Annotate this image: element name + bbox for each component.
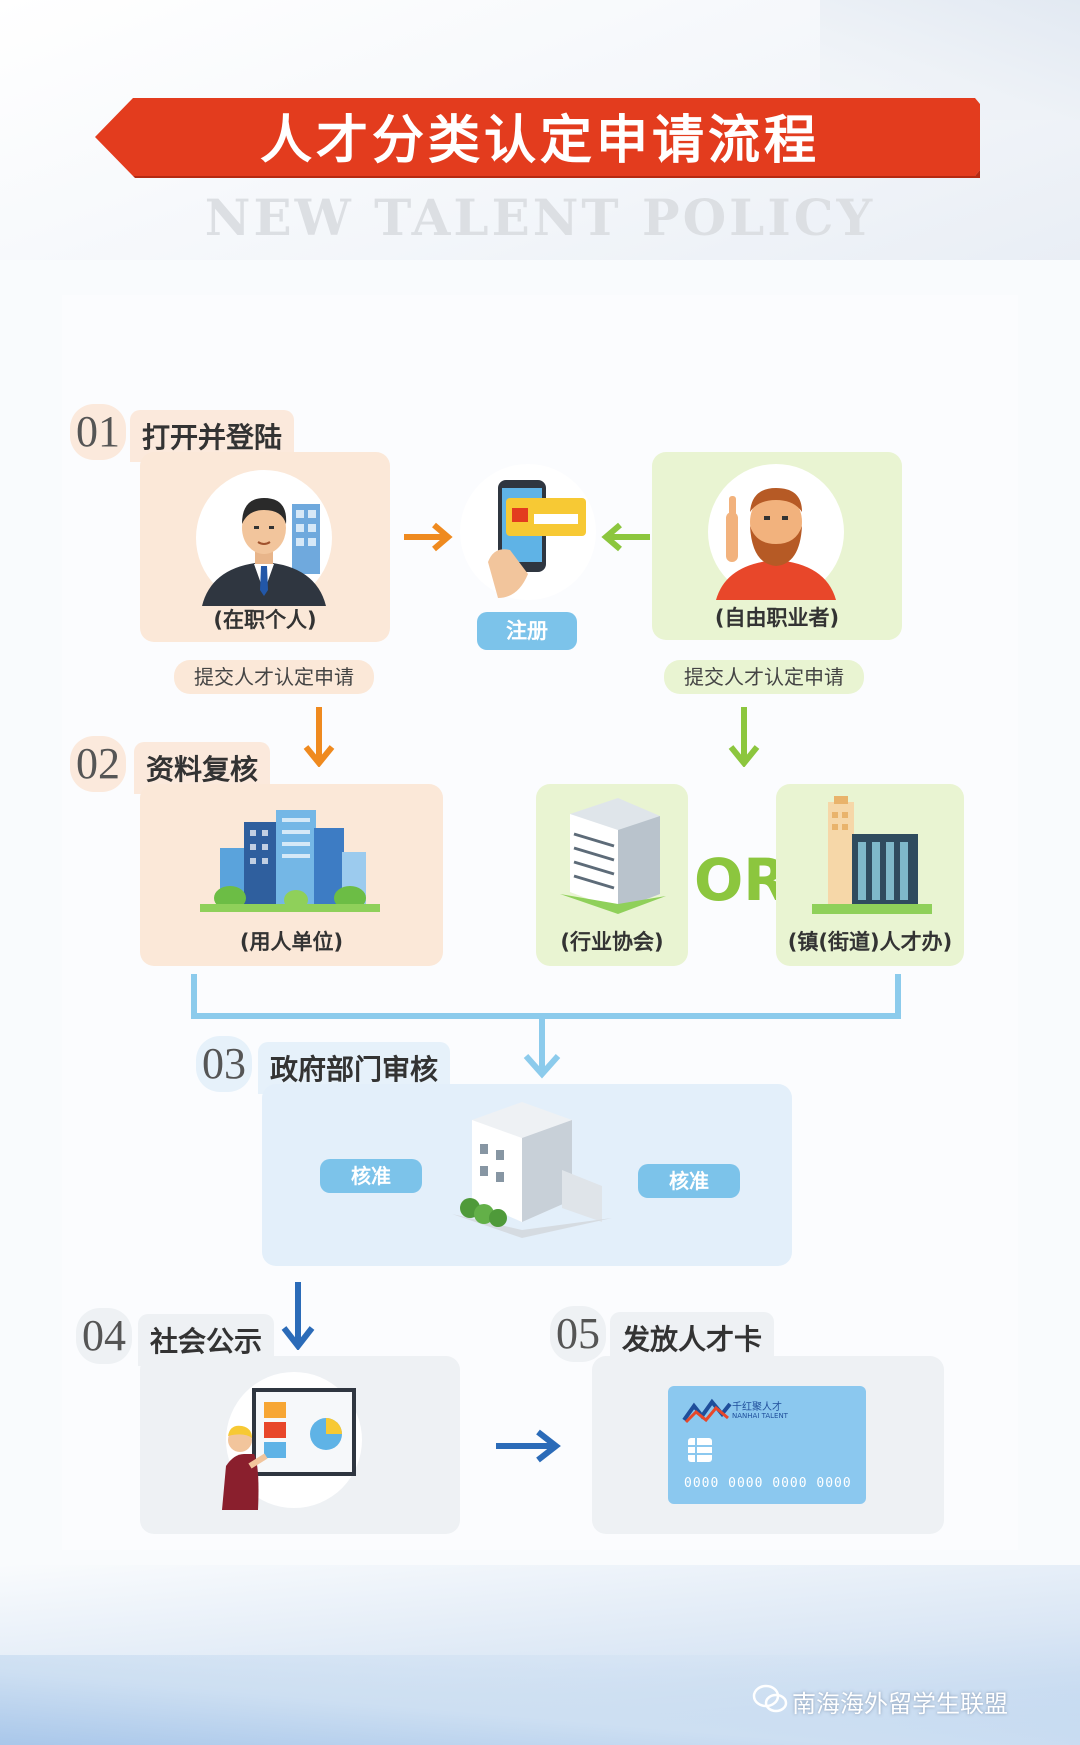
- arrow-down-green-icon: [728, 707, 760, 767]
- industry-association-card: (行业协会): [536, 784, 688, 966]
- submit-application-right: 提交人才认定申请: [664, 660, 864, 694]
- freelancer-card: (自由职业者): [652, 452, 902, 640]
- government-building-icon: [452, 1102, 612, 1238]
- city-buildings-icon: [200, 810, 380, 912]
- arrow-right-blue-icon: [496, 1429, 561, 1463]
- or-separator: OR: [694, 846, 788, 914]
- talent-card-panel: 千红聚人才 NANHAI TALENT 0000 0000 0000 0000: [592, 1356, 944, 1534]
- employed-individual-card: (在职个人): [140, 452, 390, 642]
- title-banner: [95, 98, 980, 178]
- freelancer-icon: [708, 464, 844, 600]
- step-title-05: 发放人才卡: [610, 1312, 775, 1364]
- office-building-icon: [560, 798, 666, 914]
- step-number-05: 05: [550, 1306, 606, 1362]
- public-notice-card: [140, 1356, 460, 1534]
- footer-wave-2: [0, 1655, 1080, 1745]
- government-tower-icon: [812, 796, 932, 914]
- arrow-down-blue-icon: [281, 1282, 315, 1350]
- register-button[interactable]: 注册: [477, 612, 577, 650]
- merge-connector: [191, 974, 901, 1079]
- page-title: 人才分类认定申请流程: [259, 111, 820, 171]
- approve-badge-left: 核准: [320, 1159, 422, 1193]
- step-number-03: 03: [196, 1036, 252, 1092]
- watermark-text: 南海海外留学生联盟: [792, 1690, 1008, 1718]
- card-number: 0000 0000 0000 0000: [684, 1476, 852, 1491]
- arrow-down-orange-icon: [303, 707, 335, 767]
- talent-office-card: (镇(街道)人才办): [776, 784, 964, 966]
- arrow-left-green-icon: [601, 522, 650, 552]
- businessman-icon: [196, 470, 332, 606]
- industry-association-label: (行业协会): [560, 930, 664, 954]
- talent-card: 千红聚人才 NANHAI TALENT 0000 0000 0000 0000: [668, 1386, 866, 1504]
- approve-badge-right: 核准: [638, 1164, 740, 1198]
- page-subtitle: NEW TALENT POLICY: [204, 188, 876, 247]
- phone-register-icon: [460, 464, 596, 600]
- employer-card: (用人单位): [140, 784, 443, 966]
- card-chip-icon: [688, 1438, 712, 1462]
- presentation-icon: [222, 1372, 362, 1510]
- submit-application-left: 提交人才认定申请: [174, 660, 374, 694]
- step-number-02: 02: [70, 736, 126, 792]
- government-review-card: 核准 核准: [262, 1084, 792, 1266]
- freelancer-label: (自由职业者): [714, 606, 840, 630]
- employer-label: (用人单位): [239, 930, 344, 954]
- card-logo-icon: [682, 1398, 732, 1424]
- step-number-04: 04: [76, 1308, 132, 1364]
- wechat-icon: [752, 1684, 788, 1713]
- card-brand: 千红聚人才: [732, 1402, 782, 1413]
- talent-office-label: (镇(街道)人才办): [787, 930, 953, 954]
- employed-individual-label: (在职个人): [213, 608, 317, 632]
- arrow-right-orange-icon: [404, 522, 453, 552]
- step-number-01: 01: [70, 404, 126, 460]
- card-brand-en: NANHAI TALENT: [732, 1412, 788, 1420]
